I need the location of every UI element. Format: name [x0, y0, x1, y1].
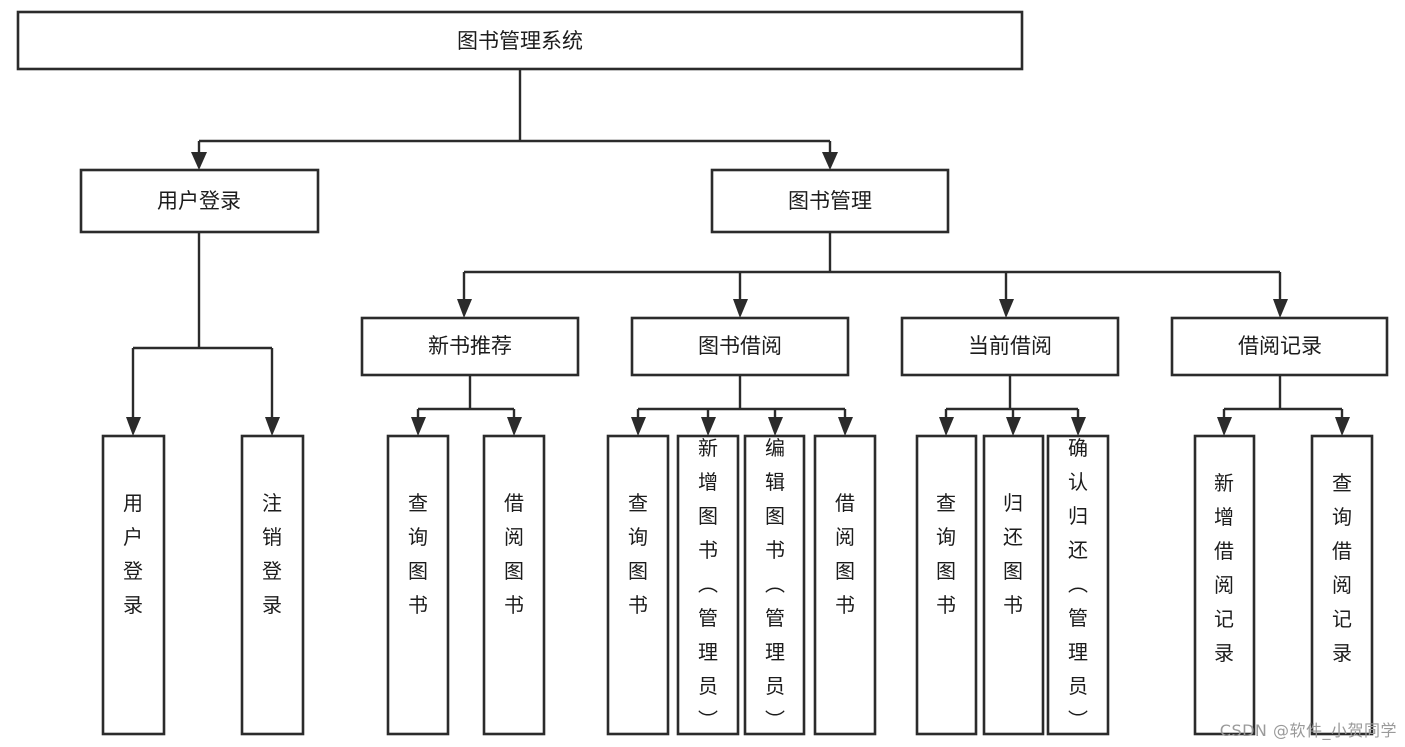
arrow-head-leaf-edit-book	[768, 417, 783, 436]
node-book-borrow-label: 图书借阅	[698, 334, 782, 358]
node-user-login-box[interactable]	[79, 168, 320, 234]
node-new-book-rec-box[interactable]	[360, 316, 580, 377]
node-leaf-add-record[interactable]: 新增借阅记录	[1193, 434, 1256, 736]
node-leaf-return-book-label: 归还图书	[1003, 491, 1023, 617]
node-leaf-confirm-return-box[interactable]	[1046, 434, 1110, 736]
node-leaf-query-book-rec-label: 查询图书	[408, 491, 428, 617]
node-leaf-query-book-brw-label: 查询图书	[628, 491, 648, 617]
node-leaf-query-book-rec-box[interactable]	[386, 434, 450, 736]
node-current-borrow-box[interactable]	[900, 316, 1120, 377]
arrow-head-leaf-logout	[265, 417, 280, 436]
arrow-head-leaf-query-book-rec	[411, 417, 426, 436]
node-root-label: 图书管理系统	[457, 29, 583, 53]
node-leaf-query-book-rec[interactable]: 查询图书	[386, 434, 450, 736]
node-book-borrow-box[interactable]	[630, 316, 850, 377]
node-leaf-query-book-brw-box[interactable]	[606, 434, 670, 736]
node-leaf-query-book-cur-label: 查询图书	[936, 491, 956, 617]
node-leaf-add-record-label: 新增借阅记录	[1214, 471, 1234, 665]
node-book-manage-label: 图书管理	[788, 189, 872, 213]
node-book-manage[interactable]: 图书管理	[710, 168, 950, 234]
node-root[interactable]: 图书管理系统	[16, 10, 1024, 71]
node-borrow-record-box[interactable]	[1170, 316, 1389, 377]
node-leaf-logout[interactable]: 注销登录	[240, 434, 305, 736]
arrow-head-leaf-query-record	[1335, 417, 1350, 436]
node-book-manage-box[interactable]	[710, 168, 950, 234]
node-leaf-borrow-book-rec[interactable]: 借阅图书	[482, 434, 546, 736]
arrow-head-leaf-return-book	[1006, 417, 1021, 436]
arrow-head-leaf-borrow-book-brw	[838, 417, 853, 436]
node-user-login-label: 用户登录	[157, 189, 241, 213]
node-current-borrow-label: 当前借阅	[968, 334, 1052, 358]
arrow-head-user-login	[191, 152, 207, 170]
node-leaf-return-book[interactable]: 归还图书	[982, 434, 1045, 736]
node-leaf-logout-label: 注销登录	[262, 491, 282, 617]
node-leaf-confirm-return-label: 确认归还︵管理员︶	[1068, 436, 1088, 732]
node-current-borrow[interactable]: 当前借阅	[900, 316, 1120, 377]
node-root-box[interactable]	[16, 10, 1024, 71]
arrow-head-leaf-add-record	[1217, 417, 1232, 436]
csdn-watermark: CSDN @软件_小贺同学	[1219, 721, 1397, 740]
node-leaf-edit-book[interactable]: 编辑图书︵管理员︶	[743, 434, 806, 736]
arrow-head-book-manage	[822, 152, 838, 170]
node-leaf-query-book-cur-box[interactable]	[915, 434, 978, 736]
connector-layer	[126, 69, 1350, 436]
node-leaf-query-record-label: 查询借阅记录	[1332, 471, 1352, 665]
node-leaf-edit-book-label: 编辑图书︵管理员︶	[765, 436, 785, 732]
arrow-head-leaf-add-book	[701, 417, 716, 436]
node-leaf-query-record[interactable]: 查询借阅记录	[1310, 434, 1374, 736]
node-user-login[interactable]: 用户登录	[79, 168, 320, 234]
node-new-book-rec-label: 新书推荐	[428, 334, 512, 358]
node-leaf-user-login-box[interactable]	[101, 434, 166, 736]
node-leaf-confirm-return[interactable]: 确认归还︵管理员︶	[1046, 434, 1110, 736]
node-leaf-add-book-label: 新增图书︵管理员︶	[698, 436, 718, 732]
arrow-head-new-book-rec	[457, 299, 472, 318]
node-leaf-query-record-box[interactable]	[1310, 434, 1374, 736]
node-new-book-rec[interactable]: 新书推荐	[360, 316, 580, 377]
node-leaf-borrow-book-brw[interactable]: 借阅图书	[813, 434, 877, 736]
node-leaf-return-book-box[interactable]	[982, 434, 1045, 736]
node-leaf-query-book-brw[interactable]: 查询图书	[606, 434, 670, 736]
node-borrow-record-label: 借阅记录	[1238, 334, 1322, 358]
node-leaf-borrow-book-brw-label: 借阅图书	[835, 491, 855, 617]
arrow-head-current-borrow	[999, 299, 1014, 318]
node-leaf-user-login[interactable]: 用户登录	[101, 434, 166, 736]
arrow-head-borrow-record	[1273, 299, 1288, 318]
node-leaf-add-book-box[interactable]	[676, 434, 740, 736]
node-leaf-borrow-book-rec-box[interactable]	[482, 434, 546, 736]
arrow-head-leaf-borrow-book-rec	[507, 417, 522, 436]
leaf-nodes-layer: 用户登录 注销登录 查询图书 借阅图书 查询图书 新增图书︵管理员︶	[101, 434, 1374, 736]
arrow-head-leaf-query-book-cur	[939, 417, 954, 436]
arrow-head-leaf-user-login	[126, 417, 141, 436]
arrow-head-leaf-confirm-return	[1071, 417, 1086, 436]
node-borrow-record[interactable]: 借阅记录	[1170, 316, 1389, 377]
node-leaf-borrow-book-brw-box[interactable]	[813, 434, 877, 736]
node-leaf-logout-box[interactable]	[240, 434, 305, 736]
node-leaf-user-login-label: 用户登录	[123, 491, 143, 617]
node-leaf-borrow-book-rec-label: 借阅图书	[504, 491, 524, 617]
node-leaf-query-book-cur[interactable]: 查询图书	[915, 434, 978, 736]
arrow-head-book-borrow	[733, 299, 748, 318]
arrow-head-leaf-query-book-brw	[631, 417, 646, 436]
node-leaf-add-book[interactable]: 新增图书︵管理员︶	[676, 434, 740, 736]
node-leaf-edit-book-box[interactable]	[743, 434, 806, 736]
node-leaf-add-record-box[interactable]	[1193, 434, 1256, 736]
node-book-borrow[interactable]: 图书借阅	[630, 316, 850, 377]
